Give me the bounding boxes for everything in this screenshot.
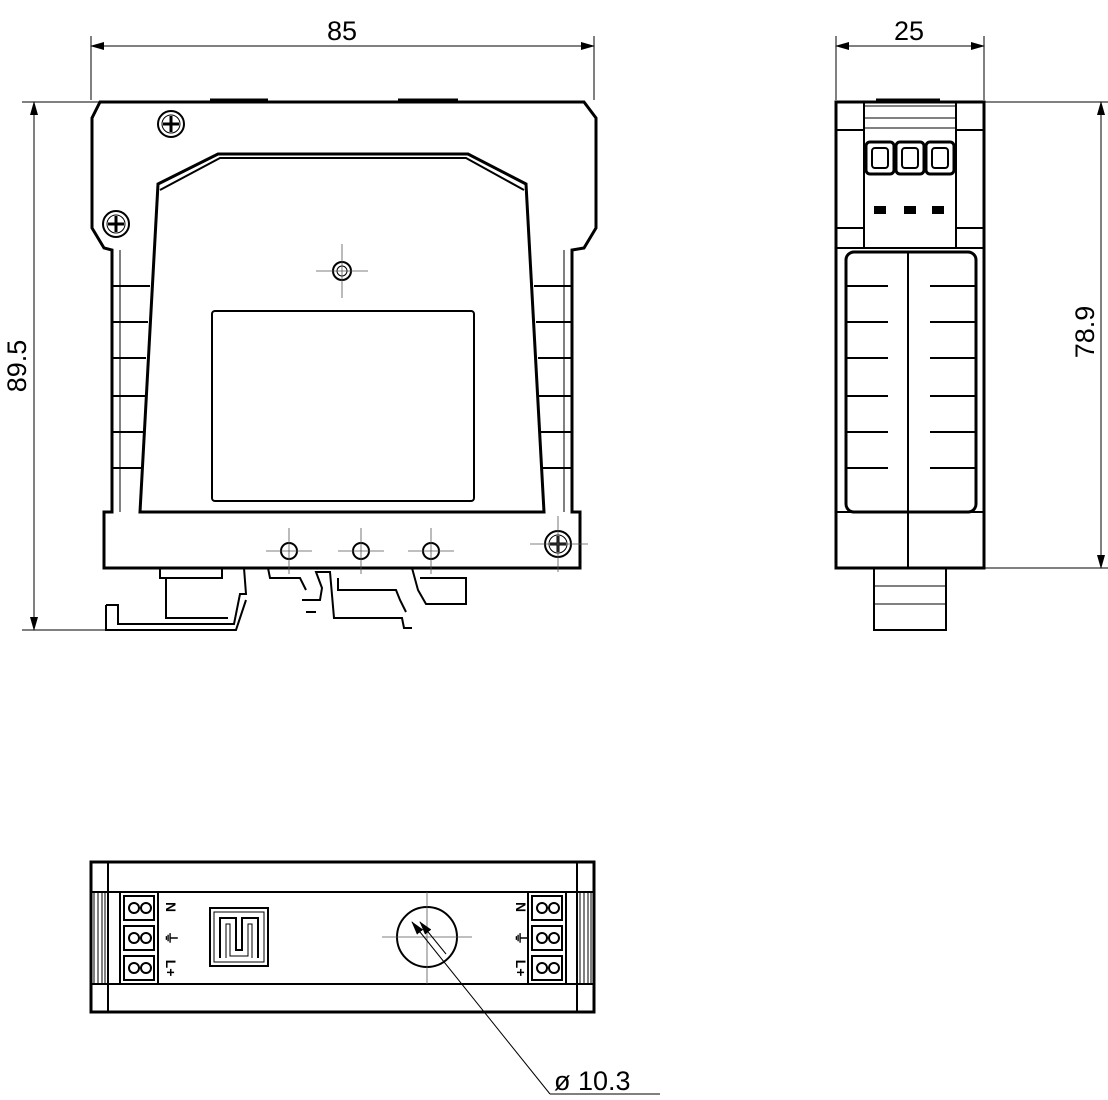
terminal-block-left	[119, 891, 159, 985]
led-indicators	[266, 528, 454, 574]
terminal-block-right	[527, 891, 567, 985]
din-rail-clip	[105, 567, 467, 631]
front-view: 85 89.5	[2, 16, 598, 631]
dimension-label-85: 85	[327, 16, 357, 46]
end-ribs-left	[93, 892, 106, 984]
side-rail-foot	[873, 567, 947, 631]
potentiometer-icon	[316, 244, 368, 298]
logo-icon	[209, 907, 269, 967]
terminal-label-n-left: N	[163, 902, 179, 912]
front-cover	[138, 152, 546, 514]
dimension-side-height: 78.9	[984, 101, 1108, 569]
dimension-label-89-5: 89.5	[2, 340, 32, 393]
cooling-fins-right	[534, 250, 572, 512]
side-fins	[846, 285, 976, 469]
dimension-front-width: 85	[90, 16, 595, 100]
end-ribs-right	[579, 892, 592, 984]
cooling-fins-left	[112, 250, 150, 512]
dimension-label-78-9: 78.9	[1070, 306, 1100, 359]
terminal-openings	[864, 140, 956, 214]
terminal-label-ground-right: ⏚	[513, 931, 529, 945]
top-view: N ⏚ L+ N ⏚ L+	[89, 860, 660, 1096]
mounting-hole	[382, 892, 472, 984]
terminal-label-n-right: N	[513, 902, 529, 912]
side-housing	[834, 100, 986, 570]
housing-outline	[90, 100, 598, 570]
screw-icon	[530, 516, 588, 572]
dimension-side-width: 25	[835, 16, 985, 100]
dimension-label-25: 25	[894, 16, 924, 46]
screw-icon	[102, 210, 130, 238]
label-window	[211, 310, 475, 502]
side-view: 25 78.9	[834, 16, 1108, 631]
terminal-label-lplus-right: L+	[513, 960, 529, 977]
terminal-label-ground-left: ⏚	[163, 931, 179, 945]
screw-icon	[157, 110, 185, 138]
top-housing	[89, 860, 596, 1014]
dimension-hole-diameter: ø 10.3	[411, 921, 660, 1096]
dimension-label-diameter: ø 10.3	[554, 1066, 631, 1096]
terminal-label-lplus-left: L+	[163, 960, 179, 977]
dimension-front-height: 89.5	[2, 101, 110, 631]
